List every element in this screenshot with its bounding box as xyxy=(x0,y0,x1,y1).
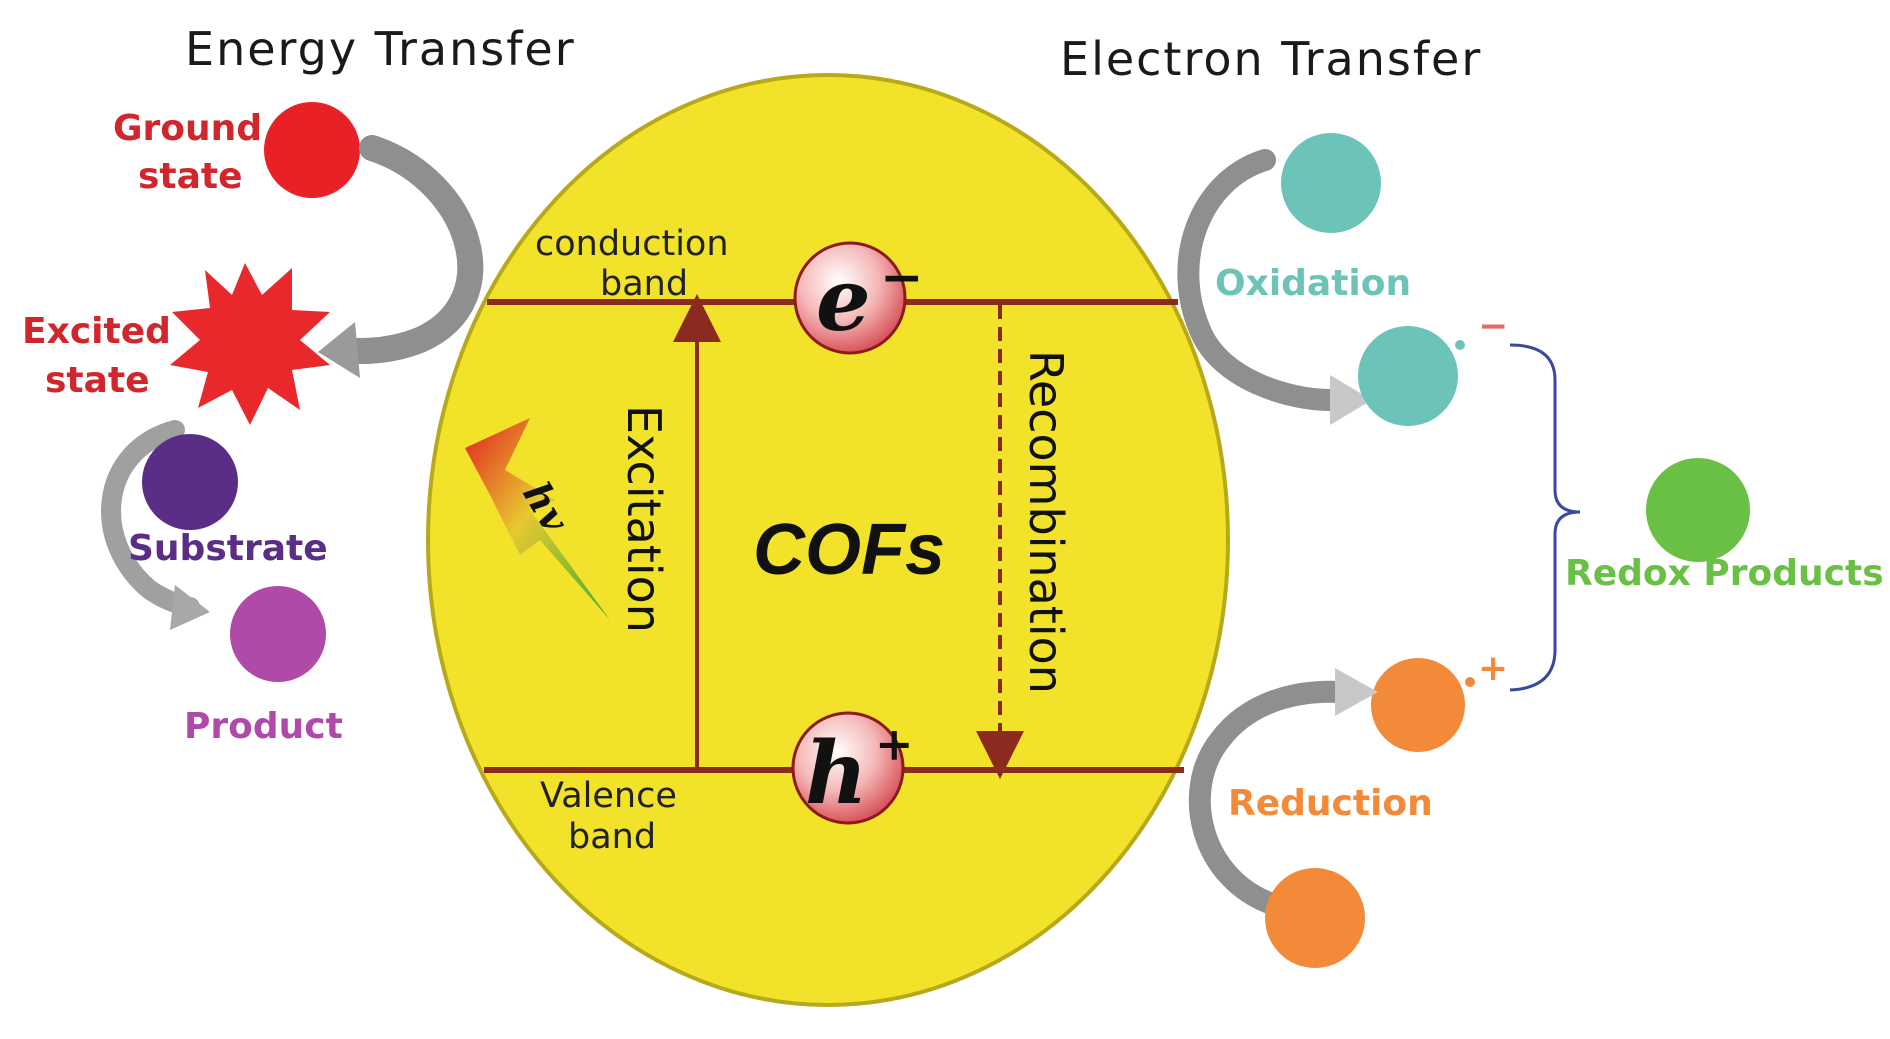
valence-band-label-2: band xyxy=(568,817,656,857)
product-label: Product xyxy=(184,706,343,747)
reduction-label: Reduction xyxy=(1228,783,1433,824)
ground-to-excited-arrowhead xyxy=(318,322,360,378)
recombination-label: Recombination xyxy=(1019,350,1073,694)
redox-bracket xyxy=(1509,343,1581,692)
conduction-band-label-2: band xyxy=(600,264,688,304)
excited-state-label-1: Excited xyxy=(22,311,171,352)
oxidation-arrow xyxy=(1177,149,1341,411)
excited-state-label-2: state xyxy=(45,360,150,401)
ground-state-label-1: Ground xyxy=(113,108,262,149)
electron-transfer-title: Electron Transfer xyxy=(1060,32,1482,86)
electron-symbol: e − xyxy=(793,241,924,355)
ground-to-excited-arrow xyxy=(332,135,484,364)
reduction-reactant-circle xyxy=(1265,868,1365,968)
oxidation-reactant-circle xyxy=(1281,133,1381,233)
redox-product-circle xyxy=(1646,458,1750,562)
excitation-label: Excitation xyxy=(617,405,671,633)
radical-anion-circle xyxy=(1358,326,1458,426)
oxidation-label: Oxidation xyxy=(1215,263,1411,304)
product-circle xyxy=(230,586,326,682)
redox-products-label: Redox Products xyxy=(1565,553,1884,594)
ground-state-circle xyxy=(264,102,360,198)
excited-state-star-icon xyxy=(170,263,330,425)
substrate-to-product-arrowhead xyxy=(170,585,210,630)
radical-cation-circle xyxy=(1371,658,1465,752)
radical-anion-charge: − xyxy=(1478,306,1508,347)
radical-anion-dot xyxy=(1455,340,1465,350)
hole-symbol: h + xyxy=(791,711,914,825)
energy-transfer-title: Energy Transfer xyxy=(185,22,576,76)
valence-band-label-1: Valence xyxy=(540,776,677,816)
electron-charge: − xyxy=(880,247,924,308)
hole-letter: h xyxy=(805,723,868,824)
radical-cation-dot xyxy=(1465,677,1475,687)
oxidation-arrowhead xyxy=(1330,375,1372,425)
reduction-arrowhead xyxy=(1335,668,1378,716)
conduction-band-label-1: conduction xyxy=(535,224,729,264)
hole-charge: + xyxy=(875,717,914,771)
substrate-label: Substrate xyxy=(128,528,328,569)
electron-letter: e xyxy=(816,250,871,351)
cofs-label: COFs xyxy=(753,510,945,590)
ground-state-label-2: state xyxy=(138,156,243,197)
substrate-circle xyxy=(142,434,238,530)
radical-cation-charge: + xyxy=(1478,648,1508,689)
reduction-arrow xyxy=(1188,680,1351,916)
